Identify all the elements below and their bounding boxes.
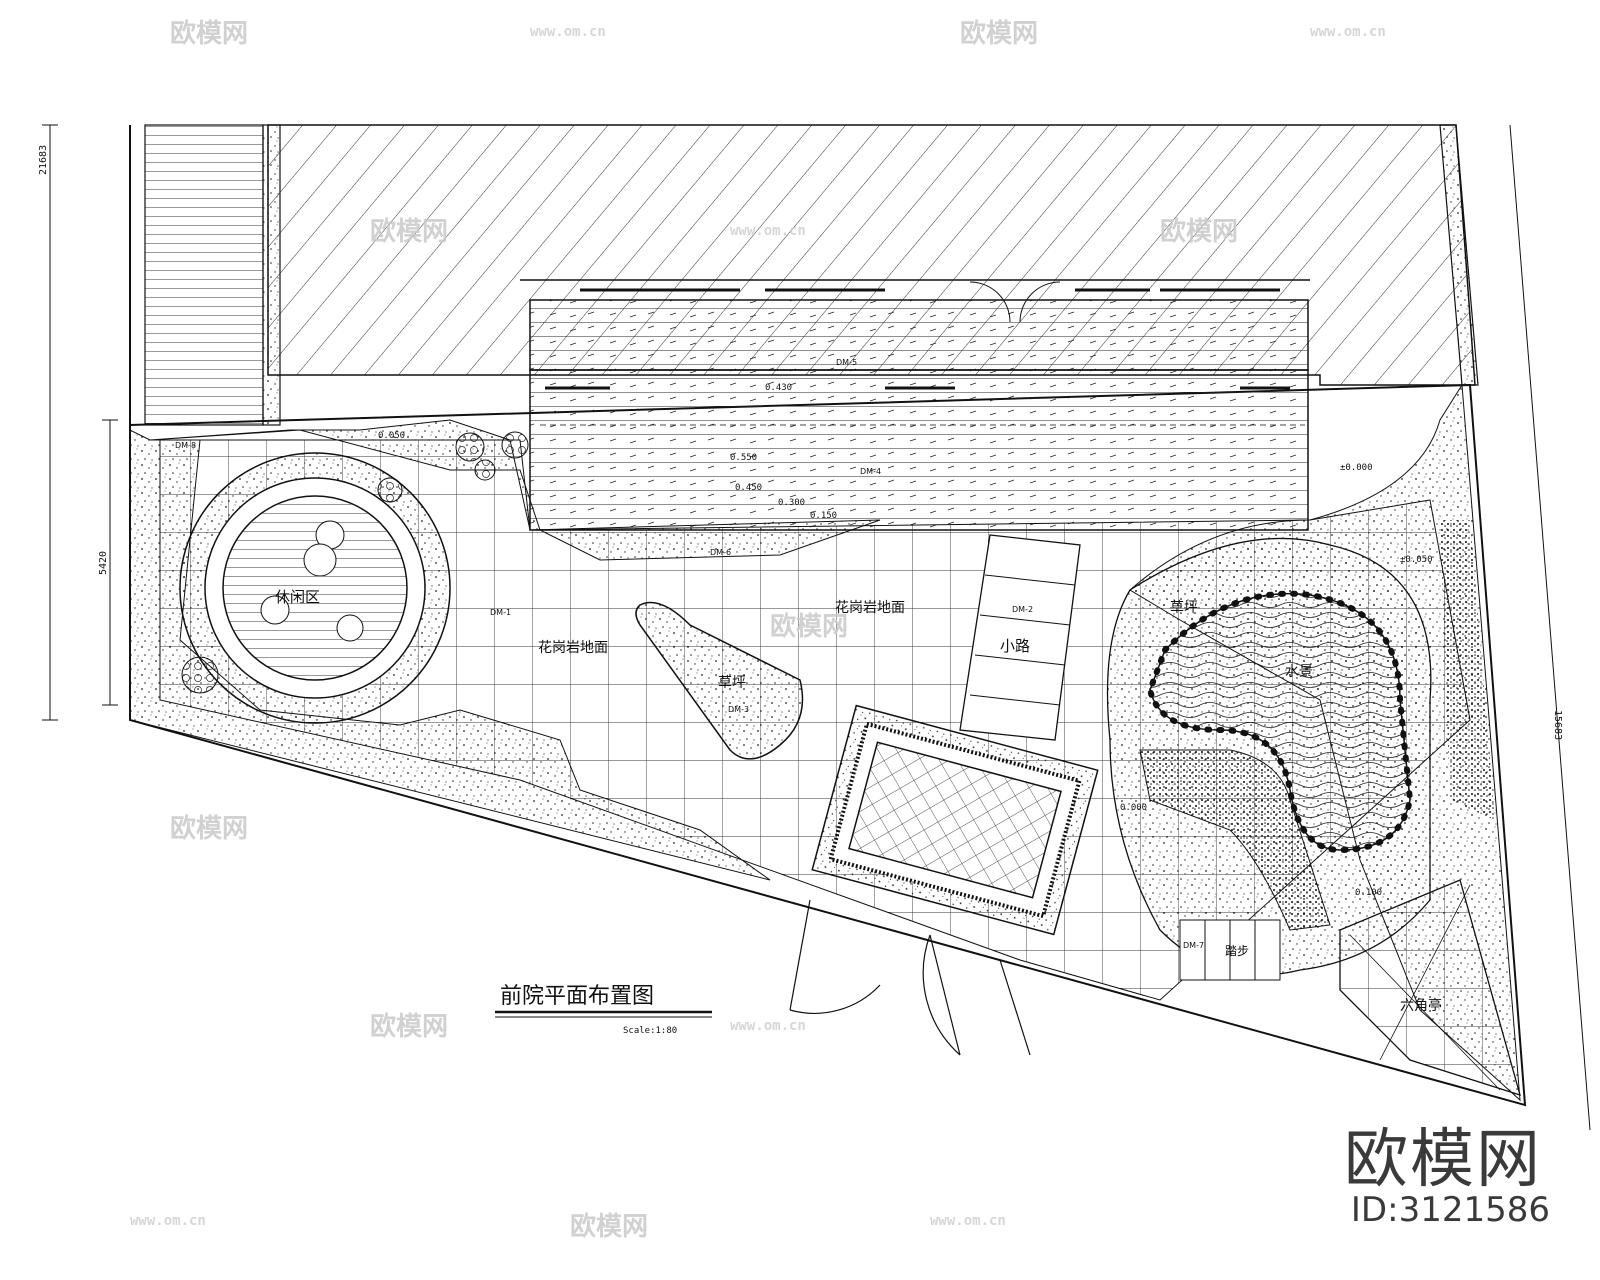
entrance-gate [789,899,1031,1056]
tag-dm4: DM-4 [860,467,881,476]
leisure-area [179,452,451,724]
tag-dm5: DM-5 [836,358,857,367]
steps [1179,919,1281,981]
dim-top-left: 21683 [38,145,49,175]
stepping-path [959,534,1081,741]
watermarks: 欧模网 www.om.cn 欧模网 www.om.cn 欧模网 www.om.c… [130,18,1386,1242]
watermark-brand: 欧模网 [170,813,248,844]
tag-dm7: DM-7 [1183,941,1204,950]
label-granite-2: 花岗岩地面 [835,600,905,616]
labels: 休闲区 花岗岩地面 花岗岩地面 草坪 草坪 小路 水景 六角亭 踏步 DM-1 … [38,145,1563,1036]
drawing-scale: Scale:1:80 [623,1026,677,1036]
watermark-brand: 欧模网 [960,18,1038,49]
watermark-url: www.om.cn [1310,24,1386,40]
drawing-title: 前院平面布置图 [500,984,654,1009]
label-water: 水景 [1285,664,1313,680]
terrace-deck [520,279,1310,531]
dimension-lines [42,124,1591,1131]
tag-dm6: DM-6 [710,548,731,557]
label-pavilion: 六角亭 [1400,997,1442,1014]
watermark-url: www.om.cn [530,24,606,40]
lawn-triangle [635,601,804,760]
label-lawn-1: 草坪 [718,675,746,691]
dim-left: 5420 [98,551,109,575]
label-path: 小路 [1000,637,1030,655]
label-lawn-2: 草坪 [1170,600,1198,616]
watermark-brand: 欧模网 [170,18,248,49]
watermark-brand: 欧模网 [370,1011,448,1042]
watermark-brand: 欧模网 [1160,216,1238,247]
tag-dm1: DM-1 [490,608,511,617]
watermark-url: www.om.cn [730,1018,806,1034]
elevation-9: 0.100 [1355,888,1382,898]
dim-right: 15683 [1552,710,1563,740]
tag-dm3: DM-3 [728,705,749,714]
elevation-8: ±0.050 [1400,555,1433,565]
tag-dm8: DM-8 [175,441,196,450]
brand-id-text: ID:3121586 [1350,1190,1550,1230]
dark-planting [1139,520,1495,931]
rock-cluster [455,431,529,481]
elevation-7: ±0.000 [1340,463,1373,473]
elevation-6: 0.150 [810,511,837,521]
elevation-2: 0.430 [765,383,792,393]
watermark-brand: 欧模网 [770,611,848,642]
label-leisure: 休闲区 [275,588,320,606]
watermark-brand: 欧模网 [570,1211,648,1242]
elevation-5: 0.300 [778,498,805,508]
label-granite-1: 花岗岩地面 [538,640,608,656]
water-feature [1106,537,1432,976]
watermark-url: www.om.cn [730,223,806,239]
elevation-10: 0.000 [1120,803,1147,813]
elevation-1: 0.050 [378,431,405,441]
central-pool [811,704,1099,936]
watermark-brand: 欧模网 [370,216,448,247]
elevation-4: 0.450 [735,483,762,493]
elevation-3: 0.550 [730,453,757,463]
watermark-url: www.om.cn [130,1213,206,1229]
tag-dm2: DM-2 [1012,605,1033,614]
label-steps: 踏步 [1225,944,1249,958]
watermark-url: www.om.cn [930,1213,1006,1229]
brand-logo-text: 欧模网 [1344,1123,1542,1197]
hexagonal-pavilion [1339,879,1521,1096]
